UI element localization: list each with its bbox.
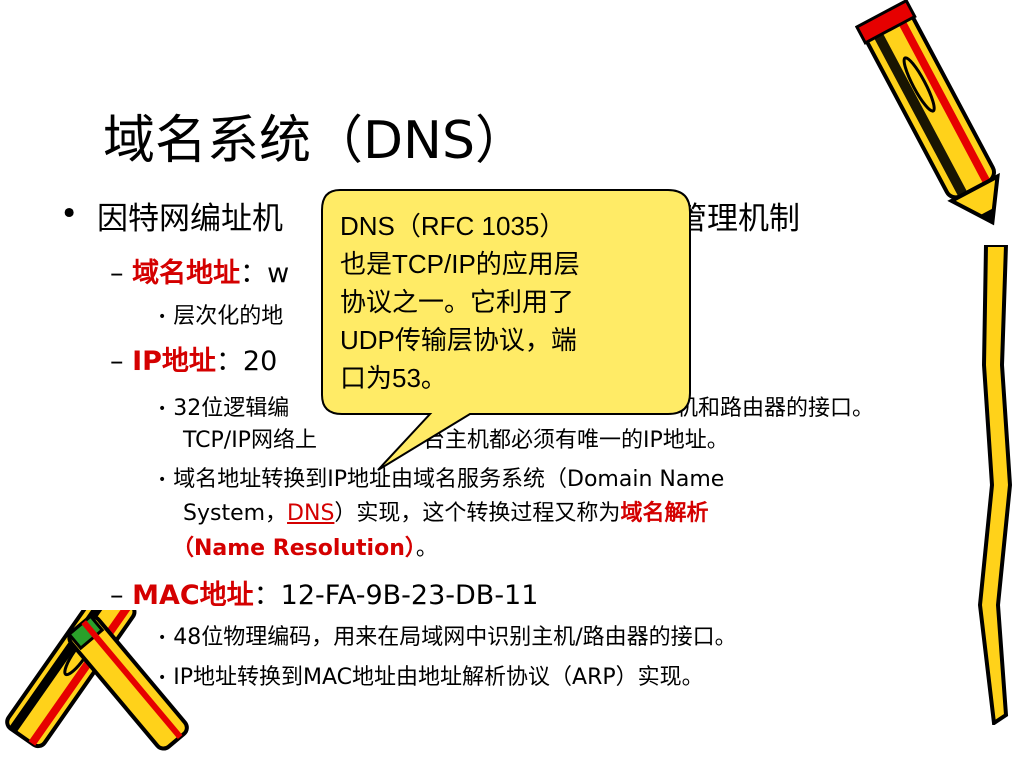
ip-sub-item-2c: （Name Resolution）。 (172, 536, 438, 561)
bullet-dot: • (60, 196, 79, 232)
pencil-decoration-right-icon (977, 245, 1013, 725)
ip-sub-item-2b: System，DNS）实现，这个转换过程又称为域名解析 (183, 501, 709, 526)
bullet-internet-addressing: 因特网编址机 (97, 201, 283, 237)
dns-link[interactable]: DNS (287, 501, 335, 526)
ip-sub-item-1d: 台主机都必须有唯一的IP地址。 (423, 428, 729, 453)
pencil-decoration-top-icon (855, 0, 1000, 226)
mac-address-item: – MAC地址：12-FA-9B-23-DB-11 (110, 580, 539, 611)
ip-sub-item-1b: 机和路由器的接口。 (676, 396, 875, 421)
ip-address-label: IP地址 (132, 346, 216, 377)
ip-sub-item-2a: • 域名地址转换到IP地址由域名服务系统（Domain Name (158, 467, 725, 492)
callout-text: DNS（RFC 1035） 也是TCP/IP的应用层 协议之一。它利用了 UDP… (340, 211, 580, 393)
domain-sub-item: • 层次化的地 (158, 304, 284, 329)
mac-sub-item-2: • IP地址转换到MAC地址由地址解析协议（ARP）实现。 (158, 665, 704, 690)
mac-address-label: MAC地址 (132, 580, 254, 611)
ip-address-item: – IP地址：20 (110, 346, 278, 377)
domain-address-item: – 域名地址：w (110, 258, 290, 289)
slide-title: 域名系统（DNS） (103, 111, 527, 171)
pencil-decoration-bottom-icon (5, 610, 189, 751)
ip-sub-item-1a: • 32位逻辑编 (158, 396, 290, 421)
bullet-internet-addressing-tail: 管理机制 (676, 201, 800, 237)
domain-address-label: 域名地址 (132, 258, 241, 289)
ip-sub-item-1c: TCP/IP网络上 (183, 428, 317, 453)
mac-sub-item-1: • 48位物理编码，用来在局域网中识别主机/路由器的接口。 (158, 625, 737, 650)
